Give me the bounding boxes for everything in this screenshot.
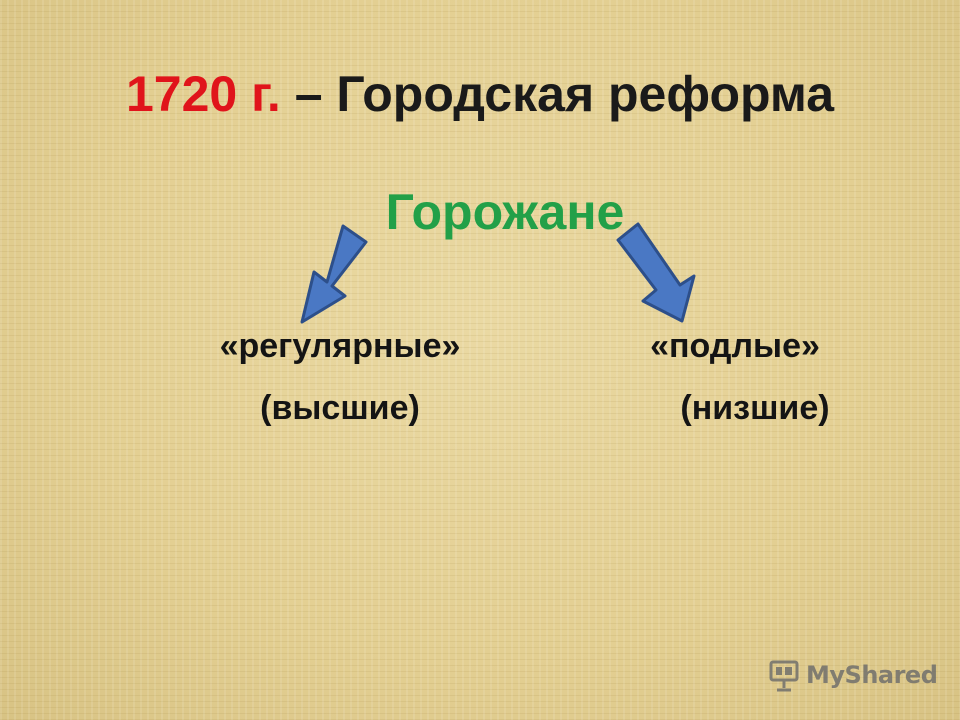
watermark: MyShared (768, 656, 938, 696)
right-group-type: «подлые» (650, 327, 820, 365)
left-group-rank: (высшие) (260, 389, 420, 427)
left-arrow (300, 224, 368, 324)
right-group-rank: (низшие) (680, 389, 830, 427)
subject-heading: Горожане (385, 184, 625, 240)
right-arrow (616, 222, 696, 323)
slide-title: 1720 г. – Городская реформа (0, 62, 960, 126)
left-group-type: «регулярные» (219, 327, 461, 365)
title-year: 1720 г. (125, 66, 281, 122)
title-text: – Городская реформа (280, 66, 835, 122)
presentation-board-icon (769, 660, 799, 692)
watermark-brand: MyShared (806, 661, 938, 689)
